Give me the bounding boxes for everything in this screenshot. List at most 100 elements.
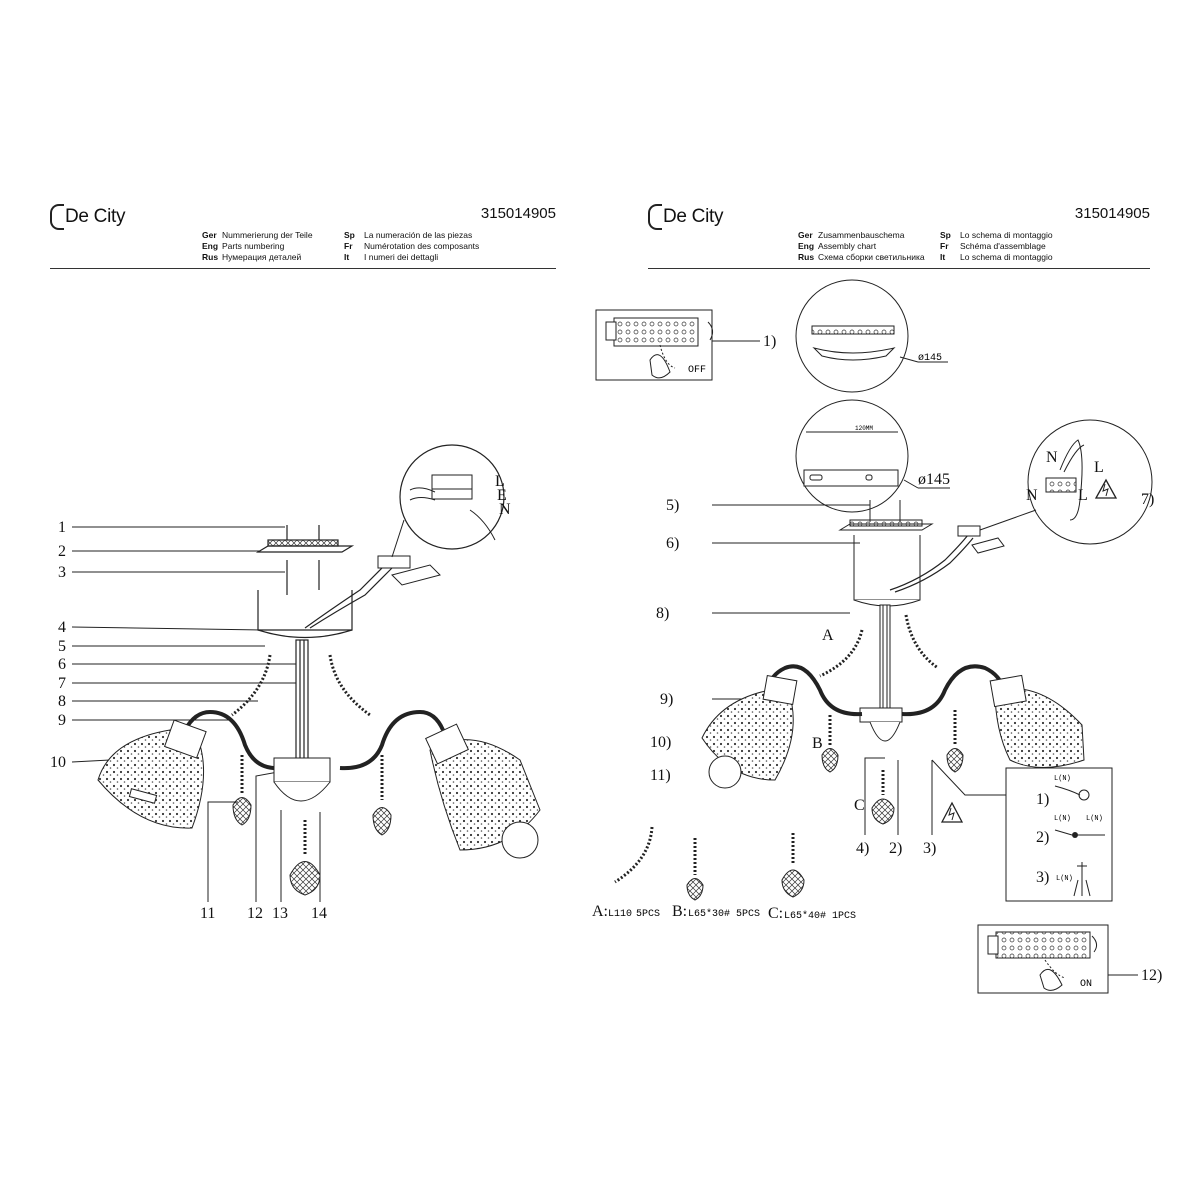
part-leaders [71, 526, 321, 902]
terminal-l-bottom: L [1078, 487, 1088, 504]
terminal-detail [409, 474, 496, 541]
legend-a-qty: 5PCS [636, 909, 660, 920]
wire-letter-l: L [495, 473, 505, 490]
bulb-icon [708, 755, 742, 789]
legend-c-spec: L65*40# [784, 910, 826, 922]
terminal-cover [971, 537, 1005, 554]
product-code: 315014905 [1074, 205, 1150, 222]
switch-on-label: ON [1080, 979, 1092, 990]
wiring-option-3: 3) L(N) [1036, 862, 1091, 897]
hand-icon [1039, 968, 1063, 991]
part-label-12: 12 [247, 905, 263, 922]
legend-illustrations [614, 826, 805, 901]
switch-off-label: OFF [688, 365, 706, 376]
crystal-letter-a: A [822, 627, 834, 644]
shade-left [97, 719, 207, 829]
wiring-detail-circle [1027, 419, 1153, 545]
crystal-letter-b: B [812, 735, 823, 752]
diameter-label-2: ø145 [918, 471, 950, 488]
step-label-1: 1) [763, 333, 776, 350]
crystal-pendants [821, 710, 964, 825]
logo-mark [50, 204, 64, 230]
part-label-9: 9 [58, 712, 66, 729]
part-label-2: 2 [58, 543, 66, 560]
part-label-13: 13 [272, 905, 288, 922]
svg-text:L(N): L(N) [1086, 815, 1103, 823]
svg-text:2): 2) [1036, 829, 1049, 846]
ceiling-plate [255, 525, 355, 761]
part-label-1: 1 [58, 519, 66, 536]
terminal-block [957, 525, 981, 537]
warning-icon [940, 801, 964, 823]
arm-left [183, 709, 281, 771]
wiring-option-2: 2) L(N) L(N) [1036, 815, 1105, 846]
legend-c-qty: 1PCS [832, 911, 856, 922]
step-label-10: 10) [650, 734, 671, 751]
part-label-3: 3 [58, 564, 66, 581]
crystal-legend: A: L110 5PCS B: L65*30# 5PCS C: L65*40# … [592, 903, 856, 922]
crystal-strand-right [904, 614, 939, 670]
terminal-l-top: L [1094, 459, 1104, 476]
svg-text:L(N): L(N) [1054, 815, 1071, 823]
part-label-4: 4 [58, 619, 66, 636]
crystal-strand-left [231, 654, 272, 717]
legend-a-spec: L110 [608, 909, 632, 920]
step-label-6: 6) [666, 535, 679, 552]
center-hub [273, 757, 331, 783]
assembly-diagram: OFF 1) ø145 120MM ø145 5) 6) 8) [592, 279, 1162, 994]
svg-text:3): 3) [1036, 869, 1049, 886]
part-label-5: 5 [58, 638, 66, 655]
step-label-9: 9) [660, 691, 673, 708]
wire-letter-e: E [497, 487, 507, 504]
brand-name: De City [663, 206, 724, 227]
assembled-fixture [838, 500, 934, 742]
shade-left [701, 674, 798, 789]
wire-letter-n: N [499, 501, 511, 518]
bottom-step-3: 3) [923, 840, 936, 857]
diameter-label-1: ø145 [918, 353, 942, 364]
terminal-cover [391, 564, 441, 586]
legend-b-spec: L65*30# [688, 908, 730, 920]
step-label-5: 5) [666, 497, 679, 514]
product-code: 315014905 [480, 205, 556, 222]
warning-icon [1094, 478, 1118, 499]
mounting-bar [811, 325, 895, 335]
plate-detail-circle [795, 279, 909, 393]
brand-logo: De City [648, 204, 724, 230]
hand-icon [649, 354, 671, 379]
legend-a-code: A: [592, 903, 608, 920]
terminal-n-bottom: N [1026, 487, 1038, 504]
step-label-8: 8) [656, 605, 669, 622]
crystal-pendants [232, 755, 392, 896]
legend-b-qty: 5PCS [736, 909, 760, 920]
terminal-n-top: N [1046, 449, 1058, 466]
svg-text:1): 1) [1036, 791, 1049, 808]
terminal-detail [1045, 477, 1077, 493]
terminal-block [377, 555, 411, 569]
part-label-8: 8 [58, 693, 66, 710]
parts-diagram: L E N 1 [50, 444, 541, 922]
arm-right [339, 709, 445, 771]
bottom-step-leaders [864, 757, 1028, 835]
step-label-7: 7) [1141, 491, 1154, 508]
svg-text:L(N): L(N) [1054, 775, 1071, 783]
brand-logo: De City [50, 204, 126, 230]
brand-name: De City [65, 206, 126, 227]
svg-text:L(N): L(N) [1056, 875, 1073, 883]
shade-right [425, 723, 541, 859]
bottom-step-4: 4) [856, 840, 869, 857]
legend-b-code: B: [672, 903, 687, 920]
shade-right [989, 674, 1085, 768]
part-label-11: 11 [200, 905, 215, 922]
step-label-12: 12) [1141, 967, 1162, 984]
crystal-strand-right [328, 654, 371, 717]
part-label-7: 7 [58, 675, 66, 692]
plate-width-label: 120MM [855, 425, 873, 432]
switch-on-panel: ON [977, 924, 1109, 994]
header-rule [648, 268, 1150, 269]
part-labels: 1 2 3 4 5 6 7 8 9 10 11 12 13 14 [50, 519, 327, 922]
bracket-detail-circle [795, 399, 909, 513]
